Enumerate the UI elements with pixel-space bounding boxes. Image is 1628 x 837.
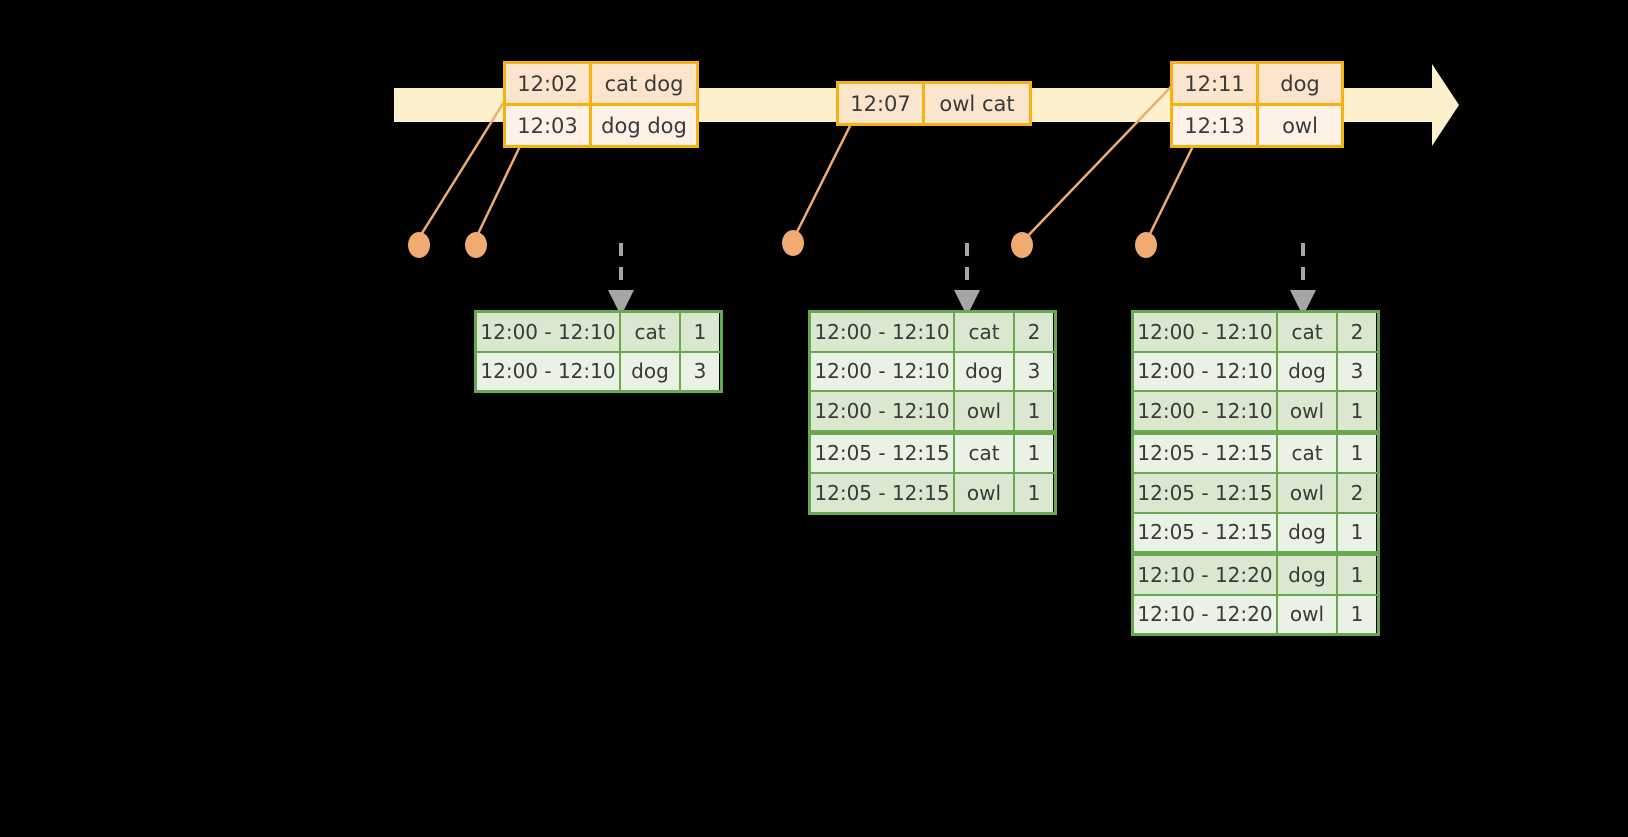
event-time: 12:02 [506, 64, 592, 103]
word-cell: dog [621, 352, 681, 390]
window-cell: 12:00 - 12:10 [1134, 392, 1278, 430]
event-words: cat dog [592, 64, 696, 103]
word-cell: dog [1278, 556, 1338, 594]
event-row[interactable]: 12:11 dog [1173, 64, 1341, 103]
count-cell: 1 [1338, 513, 1376, 551]
window-cell: 12:00 - 12:10 [811, 313, 955, 351]
trigger-arrows [619, 243, 1305, 292]
event-time: 12:07 [839, 84, 925, 123]
count-cell: 1 [1338, 595, 1376, 633]
count-cell: 3 [1015, 352, 1053, 390]
word-cell: cat [955, 434, 1015, 472]
window-cell: 12:00 - 12:10 [811, 392, 955, 430]
count-cell: 1 [1015, 434, 1053, 472]
event-dot-1 [408, 232, 430, 258]
count-cell: 1 [1338, 434, 1376, 472]
event-time: 12:11 [1173, 64, 1259, 103]
event-words: dog [1259, 64, 1341, 103]
count-cell: 1 [1338, 392, 1376, 430]
event-words: owl cat [925, 84, 1029, 123]
word-cell: cat [1278, 434, 1338, 472]
window-cell: 12:00 - 12:10 [477, 313, 621, 351]
word-cell: cat [1278, 313, 1338, 351]
word-cell: dog [1278, 513, 1338, 551]
count-cell: 3 [1338, 352, 1376, 390]
count-cell: 1 [1015, 474, 1053, 512]
window-cell: 12:00 - 12:10 [811, 352, 955, 390]
event-box-group-3[interactable]: 12:11 dog 12:13 owl [1170, 61, 1344, 148]
window-cell: 12:05 - 12:15 [1134, 474, 1278, 512]
word-cell: owl [1278, 595, 1338, 633]
count-cell: 1 [1015, 392, 1053, 430]
window-cell: 12:00 - 12:10 [1134, 352, 1278, 390]
window-cell: 12:00 - 12:10 [1134, 313, 1278, 351]
window-cell: 12:05 - 12:15 [811, 474, 955, 512]
count-cell: 2 [1015, 313, 1053, 351]
word-cell: dog [1278, 352, 1338, 390]
leader-line-5 [1144, 139, 1198, 243]
event-row[interactable]: 12:03 dog dog [506, 103, 696, 145]
window-cell: 12:05 - 12:15 [1134, 434, 1278, 472]
word-cell: cat [621, 313, 681, 351]
word-cell: owl [1278, 474, 1338, 512]
event-box-group-1[interactable]: 12:02 cat dog 12:03 dog dog [503, 61, 699, 148]
event-time: 12:13 [1173, 106, 1259, 145]
event-dot-3 [782, 230, 804, 256]
event-dot-4 [1011, 232, 1033, 258]
word-cell: owl [1278, 392, 1338, 430]
event-time: 12:03 [506, 106, 592, 145]
event-dots [408, 230, 1157, 258]
event-row[interactable]: 12:07 owl cat [839, 84, 1029, 123]
window-cell: 12:10 - 12:20 [1134, 595, 1278, 633]
window-cell: 12:00 - 12:10 [477, 352, 621, 390]
count-cell: 2 [1338, 313, 1376, 351]
count-cell: 1 [1338, 556, 1376, 594]
event-row[interactable]: 12:02 cat dog [506, 64, 696, 103]
event-words: owl [1259, 106, 1341, 145]
word-cell: owl [955, 392, 1015, 430]
word-cell: dog [955, 352, 1015, 390]
leader-line-4 [1021, 66, 1191, 243]
window-cell: 12:05 - 12:15 [1134, 513, 1278, 551]
event-row[interactable]: 12:13 owl [1173, 103, 1341, 145]
event-words: dog dog [592, 106, 696, 145]
word-cell: owl [955, 474, 1015, 512]
count-cell: 2 [1338, 474, 1376, 512]
event-box-group-2[interactable]: 12:07 owl cat [836, 81, 1032, 126]
count-cell: 1 [681, 313, 719, 351]
event-dot-5 [1135, 232, 1157, 258]
leader-line-2 [474, 139, 525, 239]
word-cell: cat [955, 313, 1015, 351]
window-cell: 12:10 - 12:20 [1134, 556, 1278, 594]
count-cell: 3 [681, 352, 719, 390]
window-cell: 12:05 - 12:15 [811, 434, 955, 472]
event-dot-2 [465, 232, 487, 258]
